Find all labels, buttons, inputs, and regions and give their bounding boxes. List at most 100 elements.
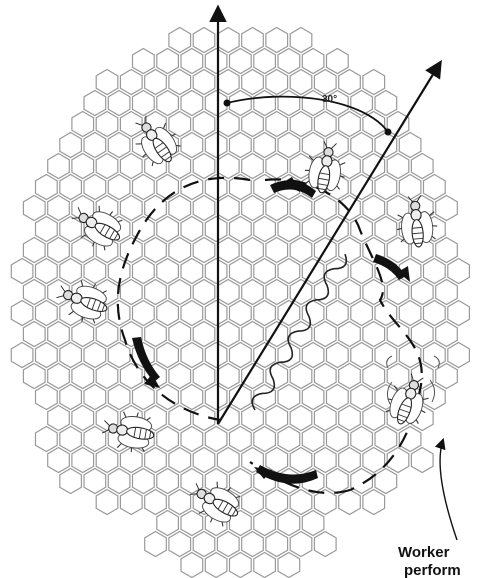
comb-cell <box>72 406 94 431</box>
caption-line-2: perform <box>404 562 461 578</box>
comb-cell <box>339 364 361 389</box>
comb-cell <box>217 238 239 263</box>
comb-cell <box>242 490 264 515</box>
comb-cell <box>436 364 458 389</box>
comb-cell <box>278 91 300 116</box>
comb-cell <box>278 217 300 242</box>
comb-cell <box>120 490 142 515</box>
comb-cell <box>375 427 397 452</box>
comb-cell <box>169 280 191 305</box>
comb-cell <box>363 406 385 431</box>
comb-cell <box>193 196 215 221</box>
comb-cell <box>339 280 361 305</box>
comb-cell <box>424 175 446 200</box>
comb-cell <box>84 133 106 158</box>
comb-cell <box>448 301 470 326</box>
comb-cell <box>363 364 385 389</box>
comb-cell <box>193 364 215 389</box>
comb-cell <box>60 133 82 158</box>
comb-cell <box>133 49 155 74</box>
comb-cell <box>11 301 33 326</box>
comb-cell <box>181 553 203 578</box>
comb-cell <box>181 427 203 452</box>
comb-cell <box>448 343 470 368</box>
comb-cell <box>205 217 227 242</box>
comb-cell <box>266 112 288 137</box>
comb-cell <box>242 532 264 557</box>
comb-cell <box>157 49 179 74</box>
comb-cell <box>314 406 336 431</box>
comb-cell <box>145 280 167 305</box>
comb-cell <box>351 301 373 326</box>
comb-cell <box>302 301 324 326</box>
comb-cell <box>193 532 215 557</box>
comb-cell <box>375 133 397 158</box>
comb-cell <box>133 385 155 410</box>
comb-cell <box>169 28 191 53</box>
comb-cell <box>363 322 385 347</box>
comb-cell <box>157 385 179 410</box>
comb-cell <box>375 175 397 200</box>
comb-cell <box>230 259 252 284</box>
comb-cell <box>290 70 312 95</box>
comb-cell <box>96 364 118 389</box>
comb-cell <box>339 154 361 179</box>
comb-cell <box>387 154 409 179</box>
comb-cell <box>217 28 239 53</box>
comb-cell <box>266 70 288 95</box>
comb-cell <box>266 448 288 473</box>
comb-cell <box>72 112 94 137</box>
comb-cell <box>72 364 94 389</box>
comb-cell <box>266 154 288 179</box>
comb-cell <box>169 448 191 473</box>
comb-cell <box>169 238 191 263</box>
comb-cell <box>36 427 58 452</box>
comb-cell <box>72 448 94 473</box>
comb-cell <box>411 448 433 473</box>
comb-cell <box>254 217 276 242</box>
comb-cell <box>108 91 130 116</box>
comb-cell <box>339 406 361 431</box>
comb-cell <box>363 490 385 515</box>
comb-cell <box>242 154 264 179</box>
comb-cell <box>84 91 106 116</box>
comb-cell <box>375 301 397 326</box>
comb-cell <box>266 196 288 221</box>
comb-cell <box>278 133 300 158</box>
comb-cell <box>157 343 179 368</box>
comb-cell <box>230 217 252 242</box>
angle-label: 30° <box>322 94 337 105</box>
comb-cell <box>169 532 191 557</box>
comb-cell <box>133 175 155 200</box>
comb-cell <box>108 343 130 368</box>
comb-cell <box>411 322 433 347</box>
comb-cell <box>96 70 118 95</box>
comb-cell <box>181 217 203 242</box>
comb-cell <box>266 490 288 515</box>
comb-cell <box>205 133 227 158</box>
comb-cell <box>339 238 361 263</box>
comb-cell <box>157 511 179 536</box>
comb-cell <box>60 427 82 452</box>
comb-cell <box>23 238 45 263</box>
comb-cell <box>254 91 276 116</box>
comb-cell <box>436 280 458 305</box>
comb-cell <box>302 427 324 452</box>
comb-cell <box>36 385 58 410</box>
comb-cell <box>278 49 300 74</box>
comb-cell <box>169 154 191 179</box>
comb-cell <box>399 301 421 326</box>
comb-cell <box>145 322 167 347</box>
comb-cell <box>205 259 227 284</box>
comb-cell <box>230 133 252 158</box>
comb-cell <box>302 511 324 536</box>
comb-cell <box>302 217 324 242</box>
dance-direction-arrows <box>132 177 410 484</box>
comb-cell <box>448 259 470 284</box>
comb-cell <box>96 490 118 515</box>
comb-cell <box>339 448 361 473</box>
comb-cell <box>266 532 288 557</box>
comb-cell <box>302 91 324 116</box>
comb-cell <box>327 427 349 452</box>
comb-cell <box>205 49 227 74</box>
